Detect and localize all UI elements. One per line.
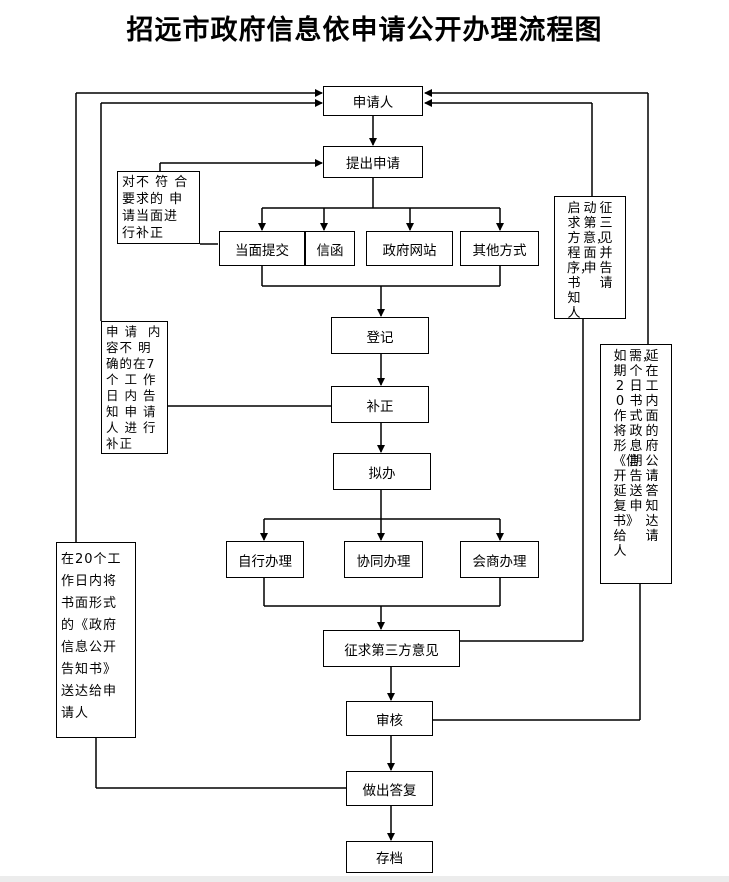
self-handle-box: 自行办理 [226, 541, 304, 578]
submit-application-box: 提出申请 [323, 146, 423, 178]
other-method-box: 其他方式 [460, 231, 539, 266]
letter-box: 信函 [305, 231, 355, 266]
website-box: 政府网站 [366, 231, 453, 266]
extension-notice-note: 延在工内面的府公请答知达请 需，个日书式政息期告送申 如期20作将形《信开延复书… [600, 344, 672, 584]
noncompliant-note: 对不 符 合 要求的 申 请当面进 行补正 [117, 171, 200, 244]
correction-box: 补正 [331, 386, 429, 423]
cooperate-box: 协同办理 [344, 541, 423, 578]
third-party-opinion-box: 征求第三方意见 [323, 630, 460, 667]
review-box: 审核 [346, 701, 433, 736]
unclear-request-note: 申 请 内 容不 明 确的在7 个 工 作 日 内 告 知 申 请 人 进 行 … [101, 321, 168, 454]
applicant-box: 申请人 [323, 86, 423, 116]
third-party-procedure-note: 征三见并告请 动第意，面申 启求方程序，书知人 [554, 196, 626, 321]
archive-box: 存档 [346, 841, 433, 873]
twenty-day-notice-note: 在20个工 作日内将 书面形式 的《政府 信息公开 告知书》 送达给申 请人 [56, 542, 136, 738]
joint-handle-box: 会商办理 [460, 541, 539, 578]
in-person-box: 当面提交 [219, 231, 305, 266]
reply-box: 做出答复 [346, 771, 433, 806]
draft-box: 拟办 [333, 453, 431, 490]
bottom-scroll-strip [0, 876, 729, 882]
page-title: 招远市政府信息依申请公开办理流程图 [126, 15, 603, 46]
register-box: 登记 [331, 317, 429, 354]
